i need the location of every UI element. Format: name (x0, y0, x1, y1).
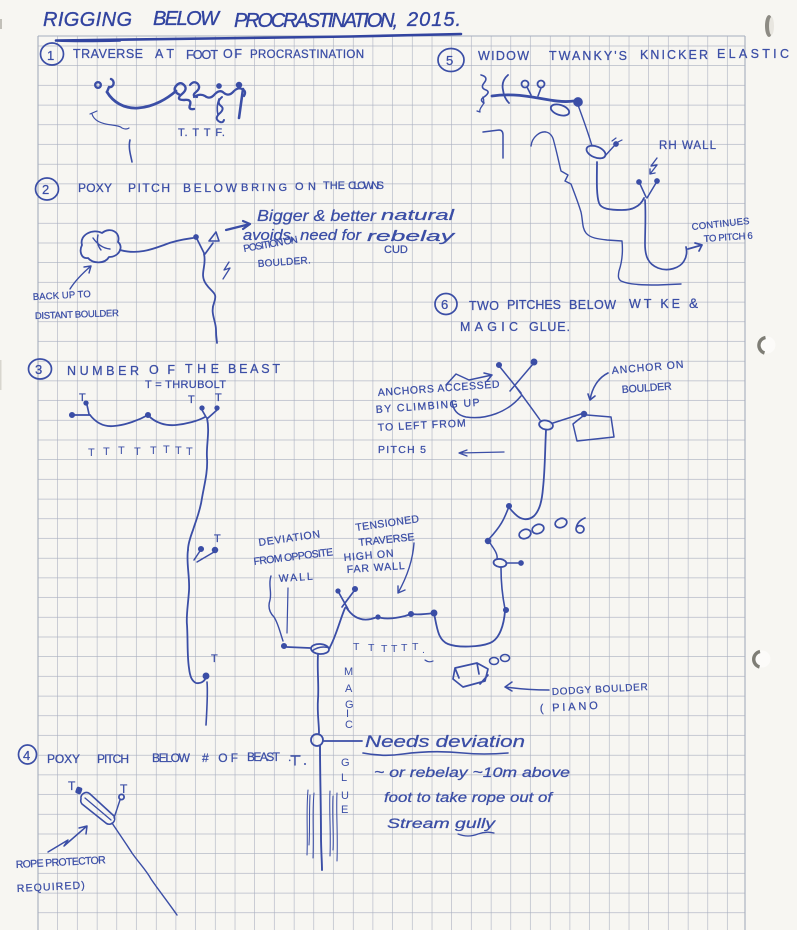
svg-text:rebelay: rebelay (367, 228, 457, 245)
svg-text:PROCRASTINATION,: PROCRASTINATION, (234, 10, 398, 32)
svg-text:KNICKER: KNICKER (640, 48, 708, 62)
svg-text:MAGIC: MAGIC (460, 320, 518, 334)
svg-text:T. T T F.: T. T T F. (178, 127, 226, 139)
svg-text:PITCHES: PITCHES (507, 298, 561, 312)
svg-text:TO LEFT FROM: TO LEFT FROM (378, 417, 467, 434)
svg-text:BOULDER.: BOULDER. (257, 255, 311, 270)
svg-text:.: . (422, 644, 425, 656)
svg-text:M: M (344, 666, 353, 678)
svg-text:1: 1 (47, 48, 54, 63)
svg-text:BELOW: BELOW (153, 8, 221, 30)
svg-text:BOULDER: BOULDER (621, 381, 672, 396)
svg-text:T: T (79, 392, 86, 404)
svg-text:T: T (368, 642, 375, 654)
svg-text:C: C (345, 719, 353, 731)
svg-text:T: T (150, 445, 157, 457)
svg-text:POXY: POXY (47, 752, 80, 766)
svg-text:T: T (188, 394, 195, 406)
svg-text:BEAST: BEAST (247, 750, 281, 764)
svg-text:T: T (120, 782, 128, 796)
svg-text:( PIANO: ( PIANO (540, 700, 599, 715)
svg-text:WALL: WALL (278, 571, 313, 585)
svg-text:PROCRASTINATION: PROCRASTINATION (250, 49, 364, 61)
svg-text:FOOT: FOOT (186, 48, 218, 62)
svg-text:&: & (689, 296, 698, 311)
svg-text:T: T (186, 446, 193, 458)
svg-text:PITCH: PITCH (97, 752, 129, 766)
svg-text:OF: OF (223, 47, 242, 61)
svg-text:GLUE.: GLUE. (529, 320, 570, 334)
svg-text:TRAVERSE: TRAVERSE (73, 47, 143, 61)
svg-text:avoids, need for: avoids, need for (243, 227, 362, 244)
svg-text:T = THRUBOLT: T = THRUBOLT (145, 379, 226, 391)
svg-text:T: T (103, 446, 110, 458)
svg-text:L: L (341, 772, 347, 784)
svg-text:WT KE: WT KE (629, 297, 680, 311)
svg-text:REQUIRED): REQUIRED) (17, 879, 86, 895)
svg-text:5: 5 (446, 53, 453, 68)
svg-text:BRING: BRING (241, 182, 287, 194)
svg-text:BEAST: BEAST (228, 362, 280, 376)
svg-text:TO PITCH 6: TO PITCH 6 (703, 231, 753, 245)
svg-text:TWANKY'S: TWANKY'S (549, 49, 627, 63)
svg-text:T: T (401, 642, 408, 654)
svg-text:2: 2 (42, 182, 49, 197)
svg-text:ROPE PROTECTOR: ROPE PROTECTOR (16, 854, 107, 871)
svg-text:POXY: POXY (78, 181, 112, 195)
svg-text:BELOW: BELOW (569, 298, 616, 312)
svg-text:THE: THE (185, 362, 219, 376)
svg-text:WIDOW: WIDOW (478, 49, 529, 63)
svg-text:G: G (341, 757, 350, 769)
svg-text:~ or rebelay ~10m above: ~ or rebelay ~10m above (374, 765, 570, 780)
svg-text:I: I (346, 708, 349, 720)
svg-text:U: U (341, 790, 349, 802)
svg-text:RH WALL: RH WALL (659, 140, 717, 152)
svg-text:Bigger & better: Bigger & better (257, 208, 377, 225)
svg-text:TWO: TWO (469, 299, 499, 313)
svg-text:T: T (163, 444, 170, 456)
svg-text:3: 3 (35, 362, 42, 377)
svg-text:CUD: CUD (384, 244, 408, 256)
svg-text:BELOW: BELOW (152, 751, 191, 765)
svg-text:A: A (345, 683, 353, 695)
svg-text:DISTANT BOULDER: DISTANT BOULDER (35, 308, 119, 322)
svg-text:DODGY BOULDER: DODGY BOULDER (552, 682, 648, 698)
svg-text:Needs deviation: Needs deviation (365, 732, 525, 751)
svg-text:.: . (288, 750, 291, 764)
svg-text:T: T (118, 445, 125, 457)
svg-text:T: T (211, 653, 218, 665)
svg-text:T: T (175, 445, 182, 457)
svg-text:T: T (391, 643, 398, 655)
svg-text:HIGH ON: HIGH ON (343, 548, 394, 564)
svg-text:T: T (412, 641, 419, 653)
svg-text:foot to take rope out of: foot to take rope out of (384, 790, 554, 805)
svg-text:PITCH: PITCH (128, 181, 170, 195)
svg-text:T: T (88, 447, 95, 459)
svg-text:RIGGING: RIGGING (43, 9, 132, 31)
svg-text:T: T (134, 446, 141, 458)
svg-text:T: T (215, 392, 222, 404)
svg-text:BACK UP TO: BACK UP TO (33, 289, 91, 303)
svg-text:FAR WALL: FAR WALL (346, 560, 405, 576)
svg-text:6: 6 (441, 297, 448, 312)
svg-text:# OF: # OF (202, 751, 238, 765)
svg-text:Stream gully: Stream gully (387, 816, 497, 831)
svg-text:T: T (381, 643, 388, 655)
svg-text:THE: THE (323, 180, 345, 192)
svg-text:natural: natural (381, 207, 455, 224)
svg-text:TRAVERSE: TRAVERSE (358, 531, 415, 549)
svg-text:CLOWNS: CLOWNS (348, 180, 384, 192)
svg-text:T: T (353, 641, 360, 653)
svg-text:T: T (214, 533, 221, 545)
svg-text:4: 4 (23, 748, 30, 763)
svg-text:G: G (345, 699, 354, 711)
svg-text:E: E (341, 804, 348, 816)
svg-text:PITCH 5: PITCH 5 (378, 444, 426, 456)
svg-text:2015.: 2015. (406, 9, 461, 31)
svg-text:T: T (68, 779, 76, 793)
